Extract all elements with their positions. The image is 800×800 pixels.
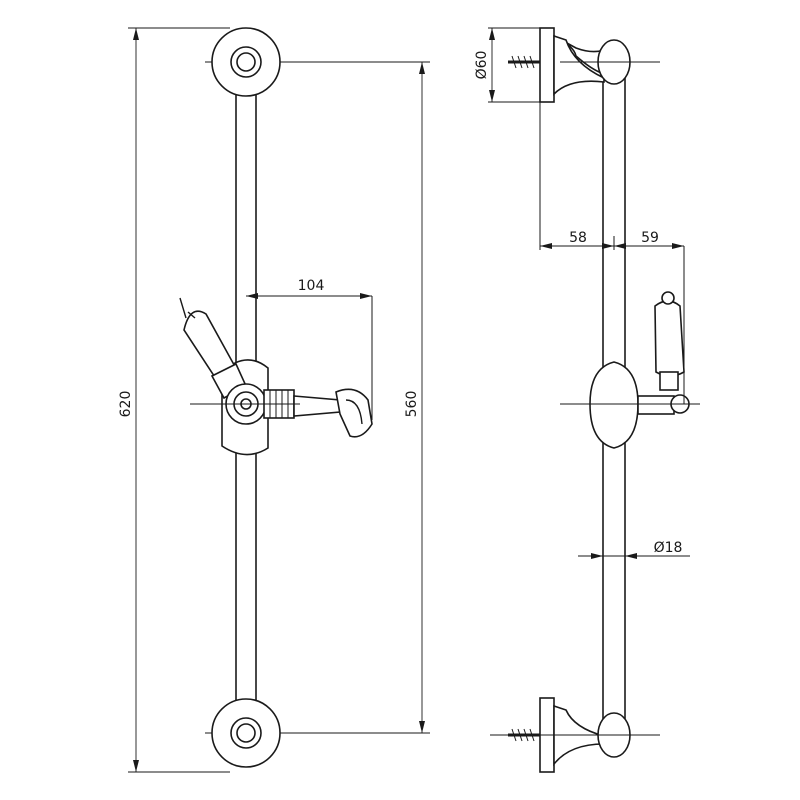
dimension-d60: Ø60 [474, 27, 540, 103]
dimension-59-label: 59 [641, 230, 659, 246]
dimension-104: 104 [246, 278, 373, 420]
dimension-58-59: 58 59 [539, 102, 685, 404]
dimension-620: 620 [118, 28, 139, 772]
slider-front [179, 297, 373, 456]
dimension-d18: Ø18 [578, 540, 690, 559]
dimension-560: 560 [404, 62, 425, 733]
front-view: 620 560 104 [118, 27, 430, 773]
top-bracket-front [211, 27, 281, 97]
dimension-620-label: 620 [118, 391, 134, 418]
dimension-d18-label: Ø18 [654, 540, 683, 556]
side-view: Ø60 58 59 Ø18 [474, 27, 700, 773]
dimension-58-label: 58 [569, 230, 587, 246]
dimension-d60-label: Ø60 [474, 51, 490, 80]
slider-side [589, 291, 690, 449]
top-bracket-side [508, 27, 631, 103]
dimension-560-label: 560 [404, 391, 420, 418]
dimension-104-label: 104 [298, 278, 325, 294]
screw-icon [508, 55, 540, 69]
bottom-bracket-front [211, 698, 281, 768]
